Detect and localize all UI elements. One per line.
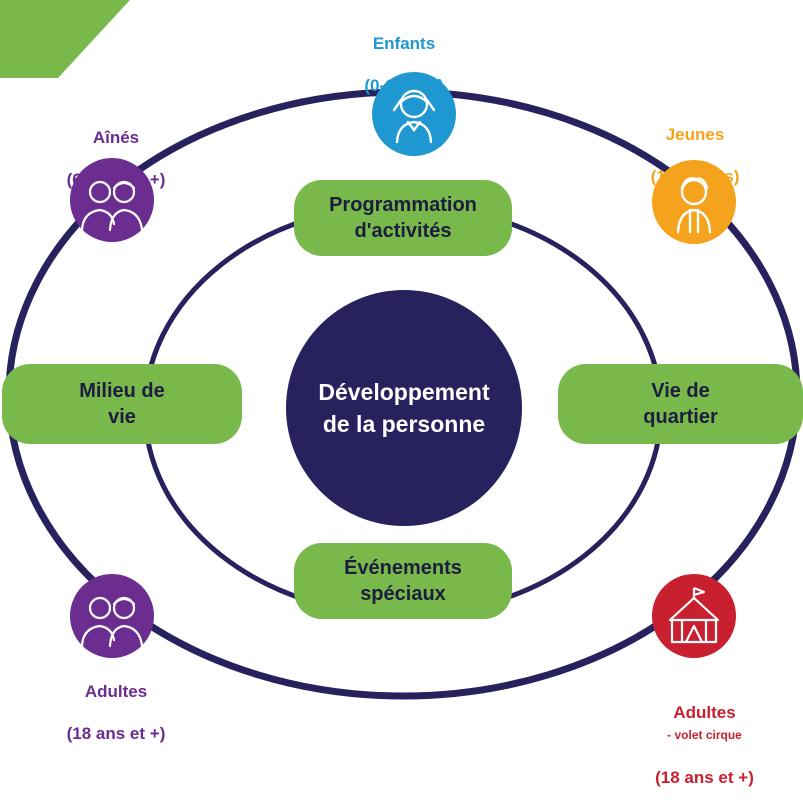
corner-banner (0, 0, 130, 78)
center-circle: Développement de la personne (286, 290, 522, 526)
label-adultes: Adultes (18 ans et +) (36, 660, 196, 765)
enfants-badge (372, 72, 456, 156)
diagram: Programmation d'activités Milieu de vie … (0, 0, 803, 787)
pillar-vie-de-quartier: Vie de quartier (558, 364, 803, 444)
pillar-evenements-speciaux: Événements spéciaux (294, 543, 512, 619)
cirque-badge (652, 574, 736, 658)
jeunes-badge (652, 160, 736, 244)
adultes-title: Adultes (84, 682, 148, 701)
child-icon (392, 89, 436, 144)
circus-tent-icon (668, 586, 720, 644)
aines-title: Aînés (92, 128, 140, 147)
teen-icon (676, 177, 712, 234)
cirque-subtitle: - volet cirque (667, 728, 742, 742)
aines-badge (70, 158, 154, 242)
pillar-programmation: Programmation d'activités (294, 180, 512, 256)
enfants-title: Enfants (372, 34, 436, 53)
jeunes-title: Jeunes (665, 125, 725, 144)
seniors-icon (80, 180, 144, 232)
cirque-title-line: Adultes - volet cirque (606, 681, 803, 746)
label-adultes-cirque: Adultes - volet cirque (18 ans et +) (606, 660, 803, 809)
cirque-title: Adultes (673, 703, 736, 722)
pillar-milieu-de-vie: Milieu de vie (2, 364, 242, 444)
adultes-age: (18 ans et +) (66, 724, 166, 743)
adultes-badge (70, 574, 154, 658)
cirque-age: (18 ans et +) (655, 768, 754, 787)
adults-icon (80, 596, 144, 648)
